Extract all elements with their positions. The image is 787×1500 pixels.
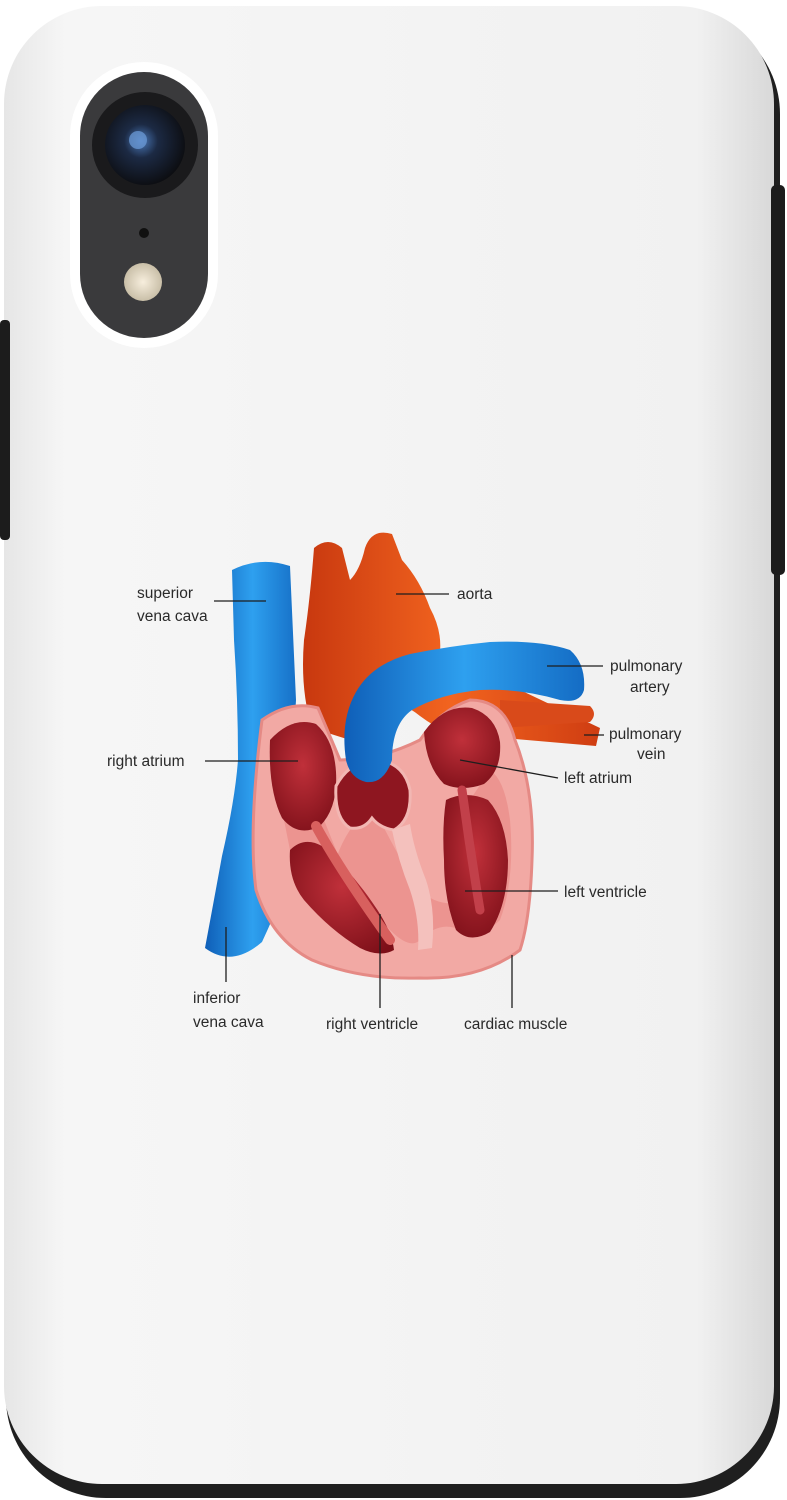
pulmonary-vein-branch <box>500 700 594 728</box>
diagram-labels: superior vena cava aorta pulmonary arter… <box>107 585 683 1033</box>
left-atrium-chamber <box>424 707 501 788</box>
label-left-ventricle: left ventricle <box>564 884 647 901</box>
chordae-right <box>311 821 395 945</box>
label-pulmonary-vein-line2: vein <box>637 746 665 763</box>
pulmonary-artery-vessel <box>344 641 585 783</box>
heart-illustration <box>205 532 600 980</box>
label-superior-vena-cava-line1: superior <box>137 585 193 602</box>
label-pulmonary-artery-line1: pulmonary <box>610 658 683 675</box>
myocardium-inner <box>280 770 512 944</box>
flash-icon <box>124 263 162 301</box>
septum <box>392 824 434 950</box>
label-pulmonary-vein-line1: pulmonary <box>609 726 682 743</box>
camera-module <box>70 62 218 348</box>
side-button-right <box>771 185 785 575</box>
side-button-left <box>0 320 10 540</box>
lens-glare <box>129 131 147 149</box>
label-right-atrium: right atrium <box>107 753 185 770</box>
chordae-left <box>457 785 485 915</box>
label-right-ventricle: right ventricle <box>326 1016 418 1033</box>
label-cardiac-muscle: cardiac muscle <box>464 1016 567 1033</box>
label-inferior-vena-cava-line1: inferior <box>193 990 240 1007</box>
right-ventricle-chamber <box>289 841 394 954</box>
label-aorta: aorta <box>457 586 493 603</box>
label-left-atrium: left atrium <box>564 770 632 787</box>
leader-left-atrium <box>459 759 559 779</box>
label-superior-vena-cava-line2: vena cava <box>137 608 208 625</box>
label-pulmonary-artery-line2: artery <box>630 679 670 696</box>
right-atrium-chamber <box>269 722 337 831</box>
label-inferior-vena-cava-line2: vena cava <box>193 1014 264 1031</box>
microphone-hole <box>139 228 149 238</box>
